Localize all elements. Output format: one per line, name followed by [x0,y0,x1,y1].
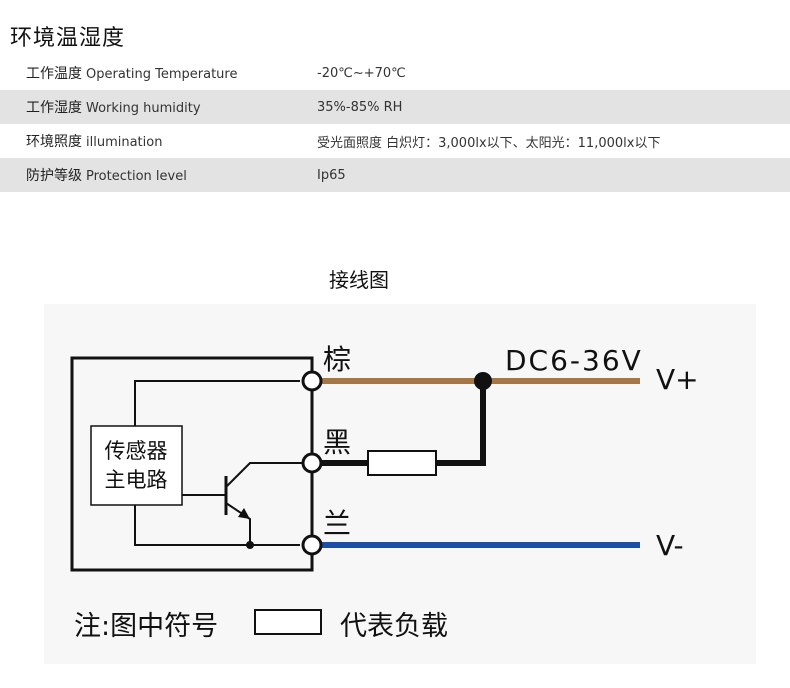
table-row: 环境照度 illumination 受光面照度 白炽灯：3,000lx以下、太阳光… [0,124,790,158]
label-cn: 环境照度 [26,134,82,150]
supply-junction-dot [474,372,492,390]
table-row: 工作温度 Operating Temperature -20℃~+70℃ [0,56,790,90]
label-cn: 防护等级 [26,168,82,184]
internal-brown-lead [134,380,300,426]
label-cn: 工作湿度 [26,100,82,116]
row-label: 环境照度 illumination [0,124,295,158]
row-label: 工作湿度 Working humidity [0,90,295,124]
sensor-circuit-label-1: 传感器 [105,439,168,463]
label-en: illumination [86,135,163,150]
internal-blue-lead [134,505,300,546]
junction-dot [246,541,254,549]
v-plus-label: V+ [656,363,699,396]
label-en: Working humidity [86,101,201,116]
label-en: Operating Temperature [86,67,238,82]
label-blue: 兰 [323,507,351,540]
sensor-circuit-box [90,425,183,506]
terminal-black [301,452,323,474]
row-value: 受光面照度 白炽灯：3,000lx以下、太阳光：11,000lx以下 [295,124,790,158]
row-label: 防护等级 Protection level [0,158,295,192]
terminal-blue [301,534,323,556]
label-cn: 工作温度 [26,66,82,82]
black-wire-b [436,381,486,466]
table-row: 防护等级 Protection level Ip65 [0,158,790,192]
note-prefix: 注:图中符号 [74,611,218,642]
transistor-emitter [225,502,251,545]
supply-label: DC6-36V [505,344,643,377]
section-title: 环境温湿度 [10,26,126,51]
row-label: 工作温度 Operating Temperature [0,56,295,90]
diagram-title: 接线图 [329,268,389,292]
label-brown: 棕 [323,343,351,376]
label-black: 黑 [323,426,351,459]
load-symbol [254,609,322,635]
spec-table: 工作温度 Operating Temperature -20℃~+70℃ 工作湿度… [0,56,790,192]
sensor-circuit-label-2: 主电路 [105,468,168,492]
label-en: Protection level [86,169,187,184]
table-row: 工作湿度 Working humidity 35%-85% RH [0,90,790,124]
row-value: 35%-85% RH [295,90,790,124]
terminal-brown [301,370,323,392]
row-value: -20℃~+70℃ [295,56,790,90]
transistor-collector [225,462,306,488]
v-minus-label: V- [656,529,684,562]
load-resistor [367,450,437,476]
row-value: Ip65 [295,158,790,192]
note-suffix: 代表负载 [340,611,448,642]
emitter-arrow-icon [238,508,250,519]
